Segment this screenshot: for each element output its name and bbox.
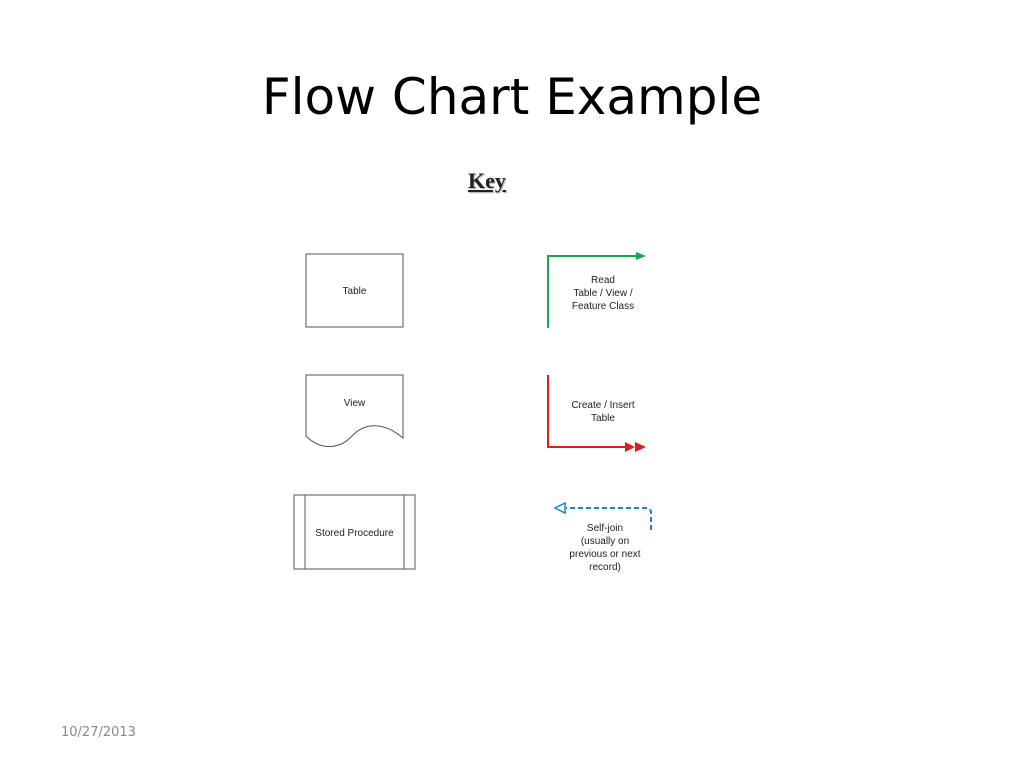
key-heading: Key — [468, 168, 506, 193]
view-shape — [305, 374, 404, 447]
table-label: Table — [343, 286, 367, 297]
create-arrow-line — [547, 375, 626, 448]
create-arrow: Create / Insert Table — [547, 375, 646, 452]
self-join-arrowhead-icon — [553, 501, 566, 515]
self-join-label-line-4: record) — [589, 562, 621, 573]
stored-procedure-shape — [293, 494, 416, 570]
read-label-line-2: Table / View / — [573, 288, 633, 299]
table-shape — [305, 253, 404, 328]
read-label-line-3: Feature Class — [572, 301, 634, 312]
create-arrowhead-1-icon — [625, 442, 635, 452]
slide-title: Flow Chart Example — [261, 68, 763, 126]
self-join-arrow-line — [566, 507, 652, 530]
self-join-arrow: Self-join (usually on previous or next r… — [553, 501, 652, 573]
create-label-line-1: Create / Insert — [571, 400, 635, 411]
read-arrow: Read Table / View / Feature Class — [547, 252, 646, 328]
self-join-label-line-3: previous or next — [569, 549, 640, 560]
stored-procedure-symbol: Stored Procedure — [293, 494, 416, 570]
self-join-label-line-1: Self-join — [587, 523, 623, 534]
create-arrowhead-2-icon — [635, 442, 646, 452]
self-join-label-line-2: (usually on — [581, 536, 629, 547]
read-label-line-1: Read — [591, 275, 615, 286]
table-symbol: Table — [305, 253, 404, 328]
create-label-line-2: Table — [591, 413, 615, 424]
view-symbol: View — [305, 374, 404, 447]
stored-procedure-label: Stored Procedure — [315, 528, 394, 539]
read-arrowhead-icon — [636, 252, 646, 260]
read-arrow-line — [547, 255, 636, 328]
view-label: View — [344, 398, 366, 409]
slide-date: 10/27/2013 — [61, 725, 136, 740]
